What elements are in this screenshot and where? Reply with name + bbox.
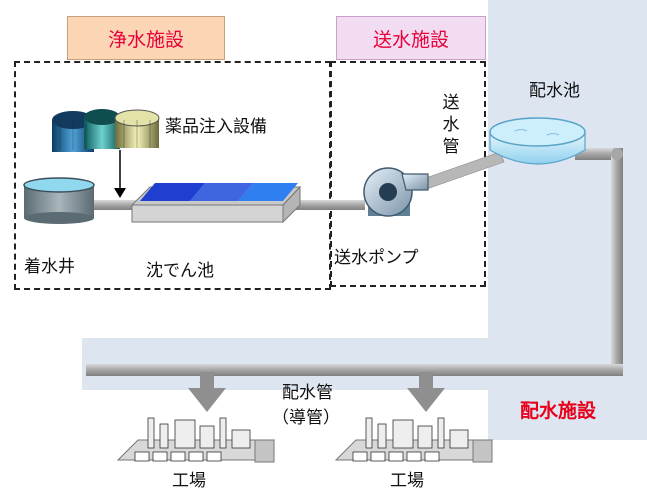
distribution-reservoir-icon xyxy=(489,117,586,165)
chemical-injection-label: 薬品注入設備 xyxy=(165,117,267,137)
distribution-pipe-line xyxy=(86,148,623,376)
transmission-pump-label: 送水ポンプ xyxy=(334,248,419,268)
distribution-reservoir-label: 配水池 xyxy=(529,81,580,101)
distribution-facility-label: 配水施設 xyxy=(520,400,597,422)
transmission-pump-icon xyxy=(363,167,429,217)
transmission-facility-boundary xyxy=(330,61,486,287)
purification-pipe xyxy=(90,200,365,210)
receiving-well-icon xyxy=(23,177,95,224)
factory-right-label: 工場 xyxy=(390,471,424,491)
chemical-injection-tanks-icon xyxy=(52,109,160,152)
transmission-pipe-label: 送水管 xyxy=(442,93,460,157)
transmission-facility-header: 送水施設 xyxy=(336,16,486,60)
transmission-facility-label: 送水施設 xyxy=(372,28,449,51)
transmission-pipe-line xyxy=(419,151,505,191)
purification-facility-header: 浄水施設 xyxy=(67,16,225,60)
supply-arrow-left xyxy=(188,372,226,412)
supply-arrow-right xyxy=(407,372,445,412)
conduit-label: （導管） xyxy=(272,408,340,428)
receiving-well-label: 着水井 xyxy=(24,257,75,277)
sedimentation-basin-label: 沈でん池 xyxy=(146,261,214,281)
purification-facility-label: 浄水施設 xyxy=(107,28,184,51)
factory-left-icon xyxy=(116,417,276,463)
chemical-injection-arrow xyxy=(114,150,126,198)
distribution-pipe-label: 配水管 xyxy=(282,383,333,403)
factory-left-label: 工場 xyxy=(172,471,206,491)
factory-right-icon xyxy=(334,417,494,463)
sedimentation-basin-icon xyxy=(130,183,302,224)
